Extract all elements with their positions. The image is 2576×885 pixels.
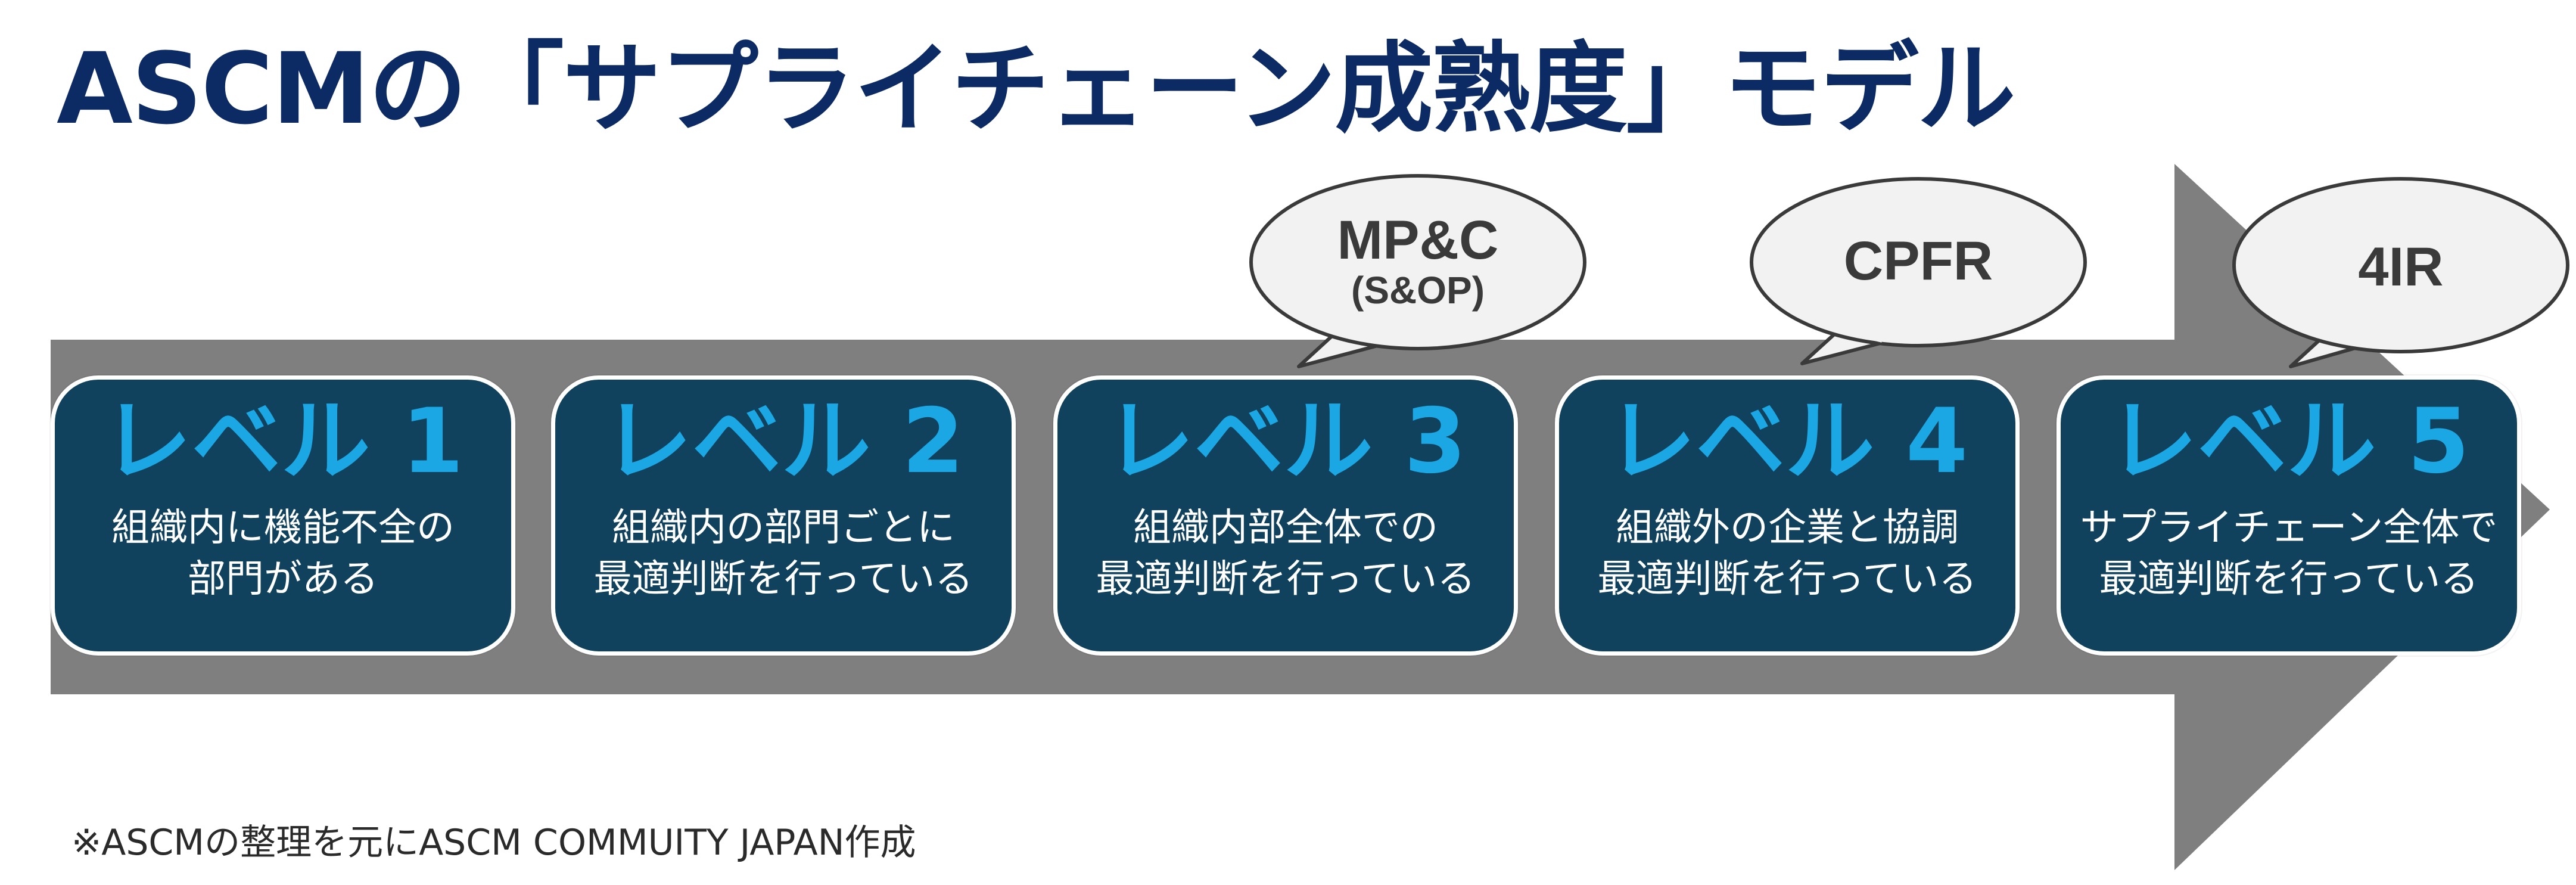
bubble-main-text: CPFR	[1843, 231, 1993, 291]
level-desc-line: 組織内部全体での	[1133, 506, 1438, 550]
level-desc-line: 組織内の部門ごとに	[612, 506, 955, 550]
level-desc-line: 組織内に機能不全の	[111, 506, 455, 550]
level-description: 組織内に機能不全の 部門がある	[111, 502, 455, 605]
speech-bubble-1	[1249, 174, 1586, 368]
level-desc-line: サプライチェーン全体で	[2080, 506, 2498, 550]
level-card-1: レベル 1 組織内に機能不全の 部門がある	[51, 375, 515, 656]
level-card-4: レベル 4 組織外の企業と協調 最適判断を行っている	[1555, 375, 2020, 656]
level-desc-line: 部門がある	[188, 557, 378, 602]
level-title: レベル 1	[102, 390, 464, 493]
level-card-3: レベル 3 組織内部全体での 最適判断を行っている	[1053, 375, 1518, 656]
level-title: レベル 2	[602, 390, 965, 493]
bubble-main-text: 4IR	[2358, 237, 2444, 297]
level-description: 組織外の企業と協調 最適判断を行っている	[1598, 502, 1977, 605]
level-title: レベル 5	[2108, 390, 2470, 493]
bubble-label-2: CPFR	[1751, 232, 2085, 290]
level-description: サプライチェーン全体で 最適判断を行っている	[2080, 502, 2498, 605]
level-description: 組織内の部門ごとに 最適判断を行っている	[594, 502, 973, 605]
level-desc-line: 最適判断を行っている	[1597, 557, 1977, 602]
level-title: レベル 3	[1105, 390, 1467, 493]
bubble-label-3: 4IR	[2234, 238, 2568, 296]
speech-bubble-2	[1750, 177, 2087, 365]
footnote: ※ASCMの整理を元にASCM COMMUITY JAPAN作成	[71, 822, 916, 864]
level-desc-line: 最適判断を行っている	[1096, 557, 1476, 602]
level-description: 組織内部全体での 最適判断を行っている	[1096, 502, 1476, 605]
level-card-5: レベル 5 サプライチェーン全体で 最適判断を行っている	[2057, 375, 2521, 656]
bubble-sub-text: (S&OP)	[1351, 268, 1485, 312]
bubble-label-1: MP&C (S&OP)	[1251, 212, 1585, 311]
speech-bubble-3	[2232, 177, 2569, 368]
level-desc-line: 最適判断を行っている	[2099, 557, 2479, 602]
level-card-2: レベル 2 組織内の部門ごとに 最適判断を行っている	[551, 375, 1016, 656]
level-title: レベル 4	[1606, 390, 1968, 493]
page-title: ASCMの「サプライチェーン成熟度」モデル	[57, 32, 2016, 146]
level-desc-line: 最適判断を行っている	[593, 557, 973, 602]
bubble-main-text: MP&C	[1337, 210, 1499, 271]
level-desc-line: 組織外の企業と協調	[1616, 506, 1959, 550]
